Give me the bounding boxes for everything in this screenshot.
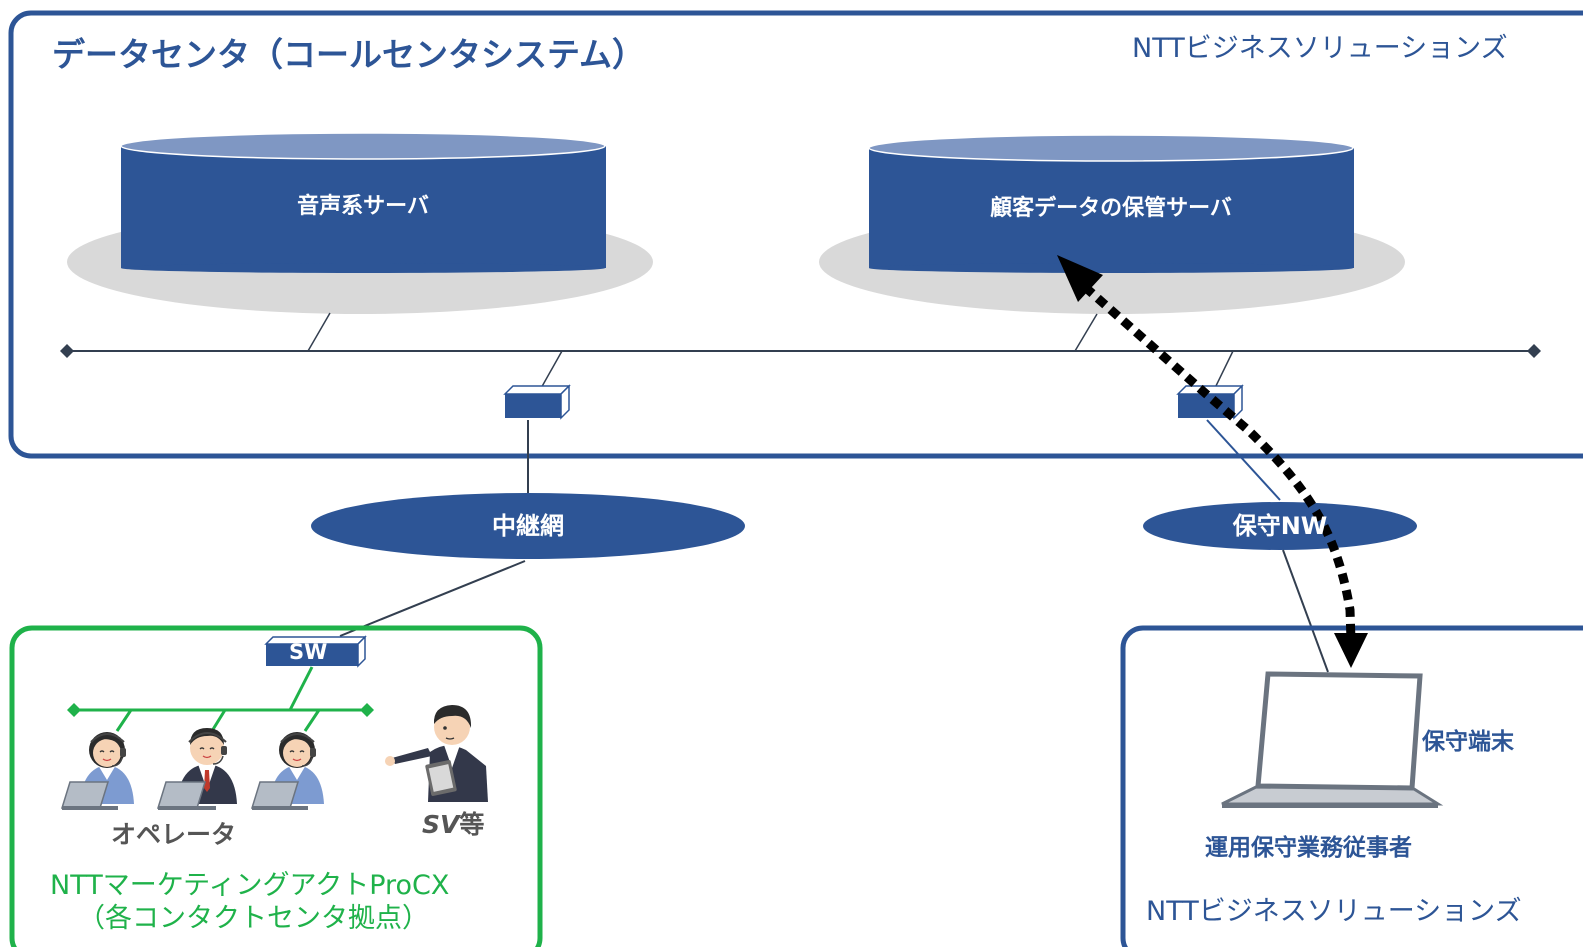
terminal-label: 保守端末: [1422, 729, 1514, 755]
operator-icon: [60, 732, 134, 810]
supervisor-icon: [385, 705, 488, 802]
arrow-head-top: [1057, 255, 1103, 302]
lan-drop-2: [210, 709, 227, 732]
operator-icon: [156, 728, 237, 810]
switch2-maint-link: [1206, 419, 1281, 501]
switch-label: SW: [289, 640, 328, 664]
datacenter-switch-2: [1176, 384, 1244, 420]
switch1-bus-link: [539, 350, 563, 391]
maintenance-company-label: NTTビジネスソリューションズ: [1146, 896, 1522, 927]
bus-end-right: [1527, 344, 1541, 358]
customer-data-server-label: 顧客データの保管サーバ: [990, 196, 1232, 221]
staff-label: 運用保守業務従事者: [1205, 835, 1412, 861]
lan-end-left: [67, 703, 81, 717]
lan-drop-3: [303, 709, 321, 732]
lan-end-right: [360, 703, 374, 717]
datacenter-frame: [8, 10, 1583, 459]
voice-server-label: 音声系サーバ: [297, 194, 429, 219]
maintenance-network-label: 保守NW: [1232, 512, 1328, 540]
contact-center-sites: （各コンタクトセンタ拠点）: [78, 903, 429, 934]
relay-to-sw-link: [339, 560, 526, 637]
arrow-head-bottom: [1334, 633, 1368, 668]
relay-network-label: 中継網: [492, 512, 564, 540]
switch2-bus-link: [1213, 350, 1234, 391]
maintenance-laptop-icon: [1221, 671, 1444, 808]
operators-label: オペレータ: [111, 820, 237, 849]
page-title: データセンタ（コールセンタシステム）: [52, 35, 646, 74]
maintenance-site-frame: [1120, 625, 1583, 947]
supervisor-label-suffix: 等: [459, 810, 485, 839]
operator-icon: [250, 732, 324, 810]
supervisor-label-prefix: SV: [422, 810, 460, 839]
contact-center-switch: [264, 635, 367, 668]
datacenter-switch-1: [503, 384, 571, 420]
contact-center-company: NTTマーケティングアクトProCX: [50, 870, 450, 901]
contact-center-frame: [9, 625, 543, 947]
relay-network: [311, 493, 745, 559]
supervisor-label: SV等: [422, 812, 484, 837]
maintenance-network: [1143, 502, 1417, 550]
maintenance-access-arrow: [1082, 283, 1356, 641]
data-server-link: [1074, 313, 1098, 352]
bus-end-left: [60, 344, 74, 358]
datacenter-owner-label: NTTビジネスソリューションズ: [1132, 33, 1508, 64]
customer-data-server: [868, 134, 1354, 273]
voice-server-link: [307, 312, 331, 352]
lan-drop-1: [115, 709, 133, 732]
voice-server: [120, 132, 606, 273]
sw-lan-link: [288, 666, 314, 711]
maint-to-terminal-link: [1282, 549, 1329, 673]
